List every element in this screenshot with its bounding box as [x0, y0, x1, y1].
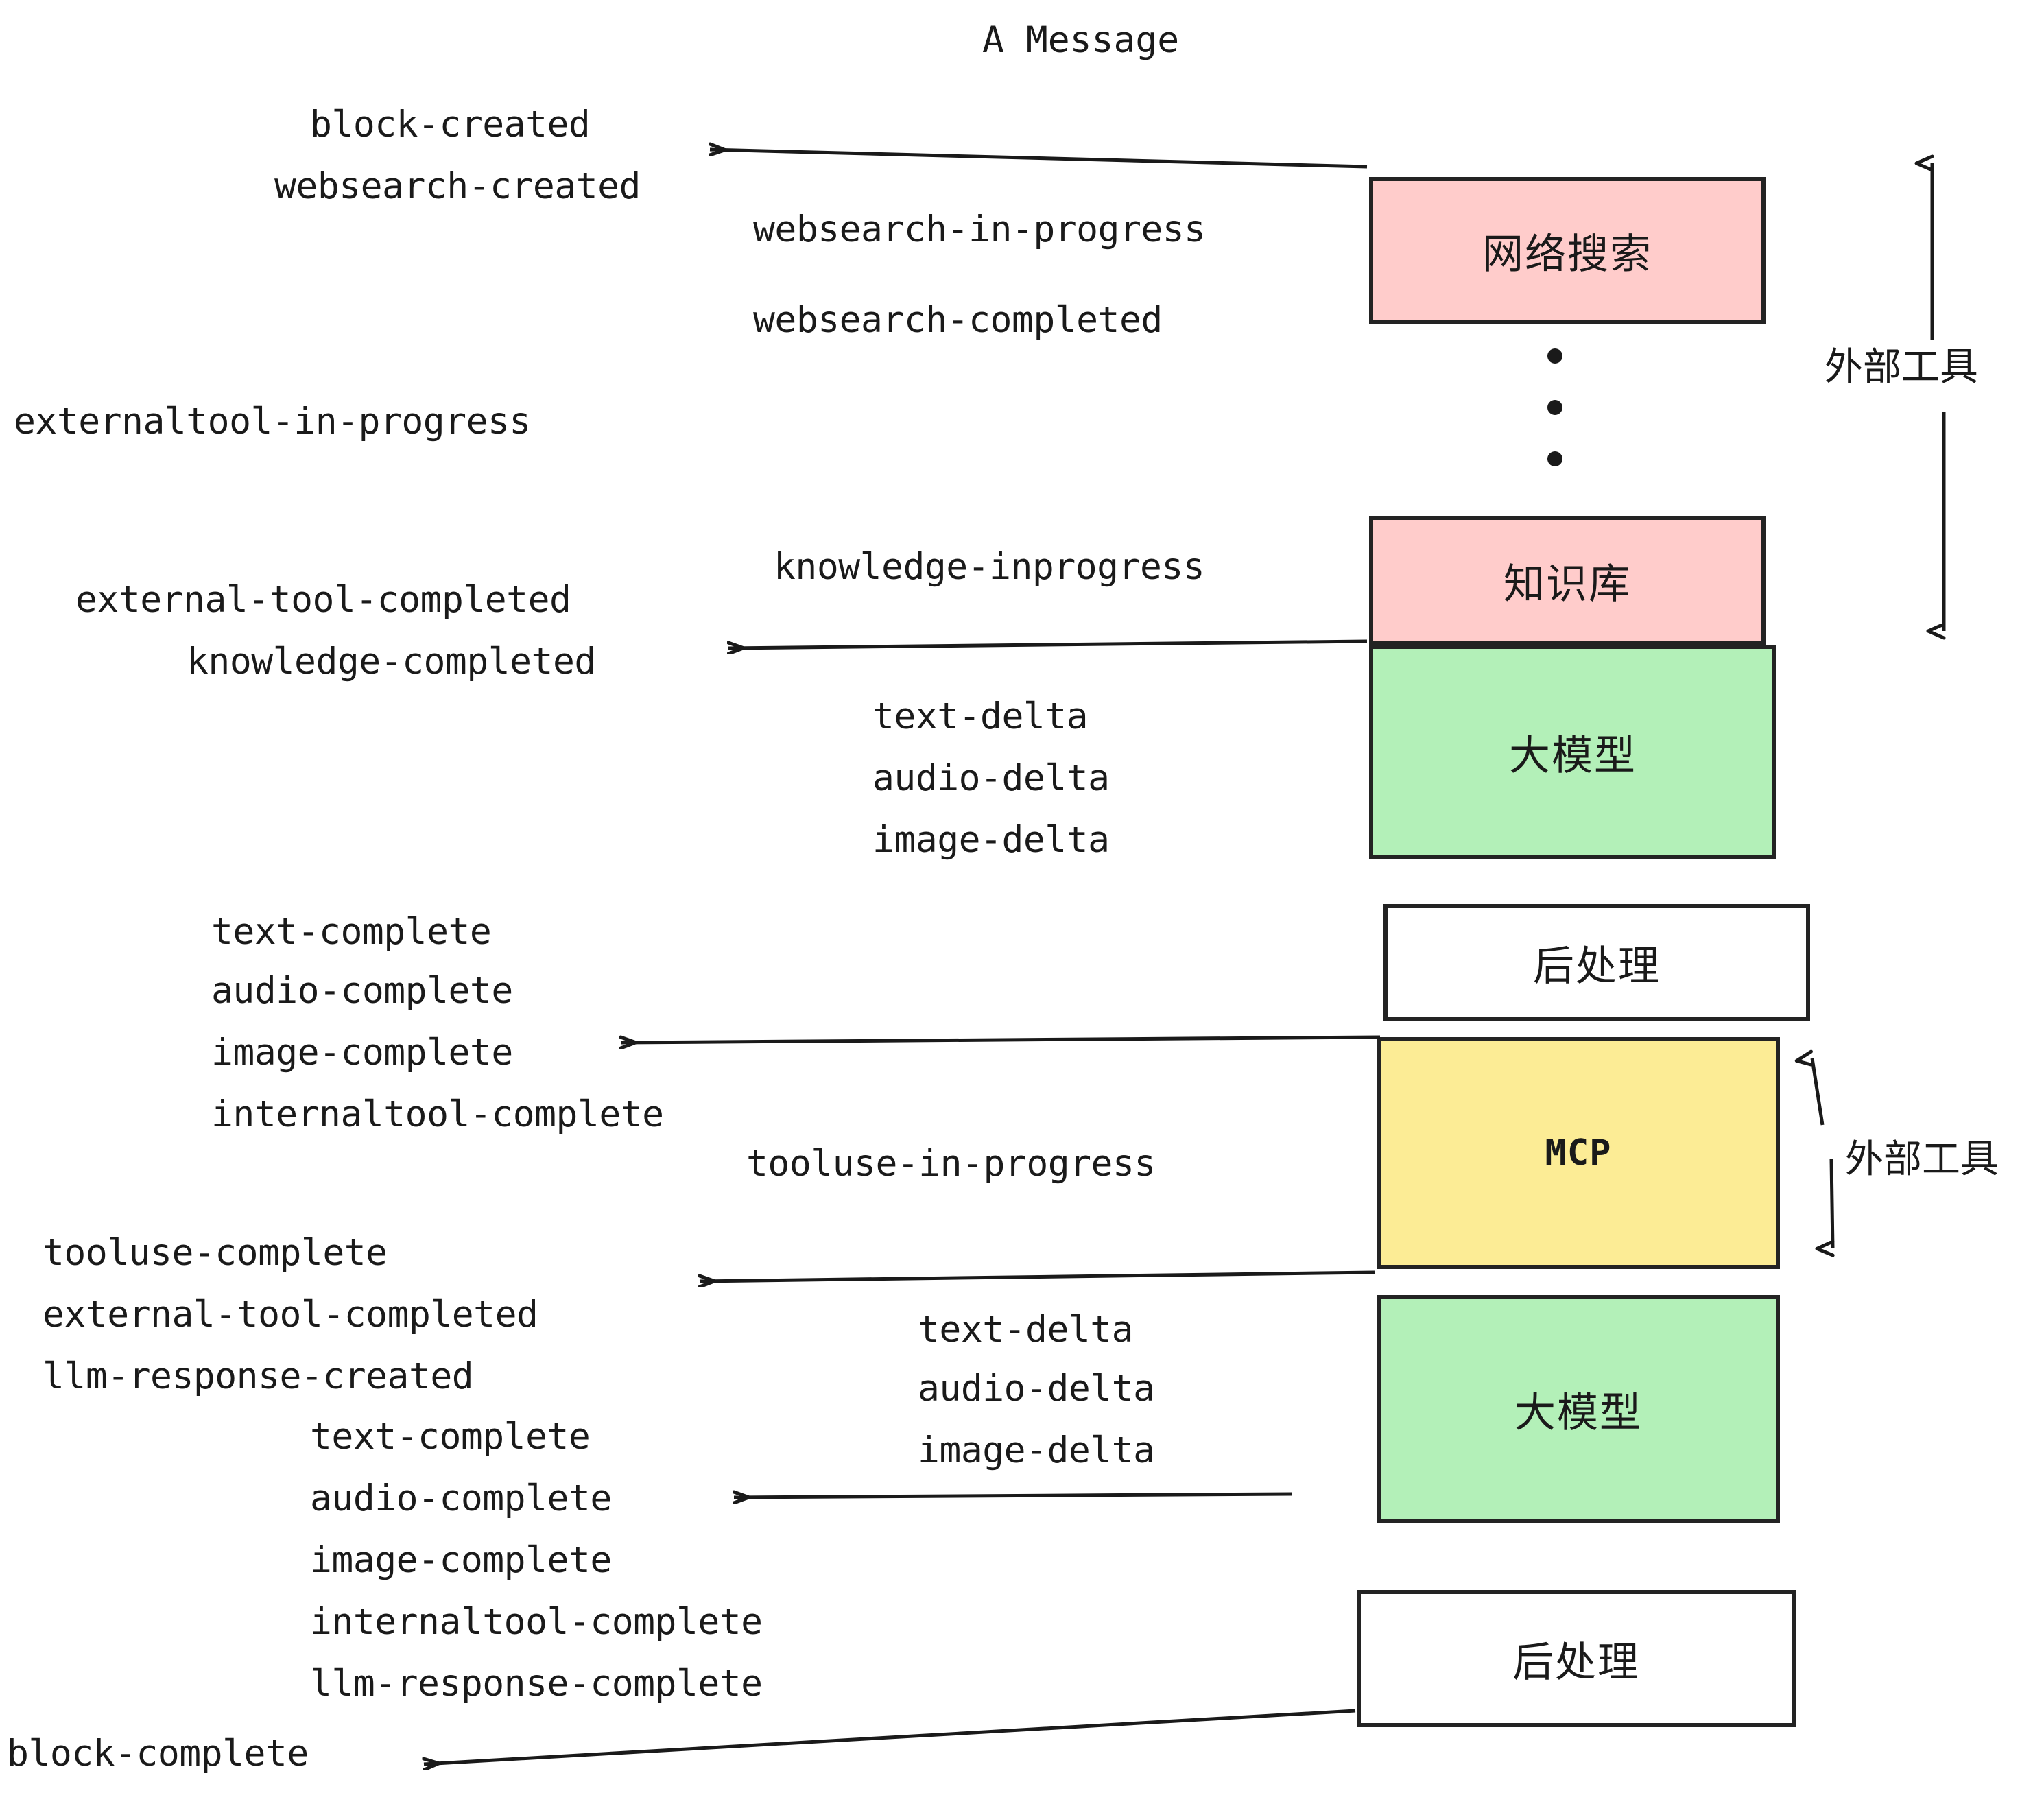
event-label-internaltool-complete-2: internaltool-complete	[310, 1601, 763, 1643]
node-websearch-label: 网络搜索	[1482, 230, 1652, 278]
arrow-postprocess2-to-block-complete	[424, 1709, 1356, 1764]
event-label-text-delta-2: text-delta	[918, 1309, 1134, 1351]
event-label-knowledge-inprogress: knowledge-inprogress	[774, 546, 1205, 588]
group-label-external-tools-top: 外部工具	[1825, 345, 1978, 390]
arrow-llm2-to-audio-complete	[734, 1494, 1293, 1497]
arrow-websearch-to-block-created	[710, 150, 1368, 169]
event-label-text-complete-2: text-complete	[310, 1416, 591, 1458]
node-llm-1-label: 大模型	[1509, 731, 1637, 780]
node-llm-2[interactable]: 大模型	[1377, 1295, 1780, 1523]
event-label-websearch-created: websearch-created	[274, 165, 641, 207]
event-label-internaltool-complete-1: internaltool-complete	[211, 1093, 664, 1135]
event-label-websearch-completed: websearch-completed	[753, 299, 1163, 341]
event-label-audio-delta-1: audio-delta	[872, 757, 1110, 799]
node-mcp[interactable]: MCP	[1377, 1037, 1780, 1269]
node-postprocess-1[interactable]: 后处理	[1383, 904, 1810, 1021]
node-mcp-label: MCP	[1545, 1132, 1612, 1174]
event-label-audio-delta-2: audio-delta	[918, 1368, 1155, 1410]
node-postprocess-1-label: 后处理	[1533, 942, 1661, 990]
vertical-ellipsis	[1547, 348, 1563, 466]
event-label-image-complete-1: image-complete	[211, 1032, 513, 1073]
page-title: A Message	[982, 19, 1180, 61]
node-postprocess-2-label: 后处理	[1512, 1638, 1640, 1687]
event-label-text-delta-1: text-delta	[872, 696, 1089, 737]
arrow-mcp-to-tooluse-complete	[700, 1270, 1375, 1281]
arrow-postprocess1-to-image-complete	[621, 1035, 1381, 1043]
node-knowledge-label: 知识库	[1504, 560, 1631, 608]
event-label-audio-complete-2: audio-complete	[310, 1477, 612, 1519]
event-label-websearch-in-progress: websearch-in-progress	[753, 209, 1206, 250]
arrow-knowledge-to-completed	[728, 639, 1368, 648]
event-label-externaltool-in-progress: externaltool-in-progress	[14, 401, 531, 442]
ellipsis-dot	[1547, 400, 1562, 415]
event-label-text-complete-1: text-complete	[211, 911, 492, 953]
node-knowledge[interactable]: 知识库	[1369, 516, 1766, 645]
node-llm-1[interactable]: 大模型	[1369, 645, 1776, 859]
event-label-image-delta-1: image-delta	[872, 819, 1110, 861]
event-label-external-tool-completed-1: external-tool-completed	[75, 579, 571, 621]
group-label-external-tools-bottom: 外部工具	[1845, 1137, 1999, 1182]
event-label-image-complete-2: image-complete	[310, 1539, 612, 1581]
event-label-tooluse-complete: tooluse-complete	[43, 1232, 388, 1274]
event-label-block-created: block-created	[310, 104, 591, 145]
event-label-llm-response-created: llm-response-created	[43, 1355, 474, 1397]
node-llm-2-label: 大模型	[1514, 1388, 1642, 1437]
arrow-external-tools-bottom-up	[1812, 1058, 1825, 1126]
event-label-tooluse-in-progress: tooluse-in-progress	[746, 1143, 1156, 1185]
event-label-external-tool-completed-2: external-tool-completed	[43, 1294, 538, 1336]
ellipsis-dot	[1547, 451, 1562, 466]
event-label-llm-response-complete: llm-response-complete	[310, 1663, 763, 1705]
arrow-external-tools-bottom-down	[1831, 1159, 1833, 1248]
node-websearch[interactable]: 网络搜索	[1369, 177, 1766, 324]
node-postprocess-2[interactable]: 后处理	[1357, 1590, 1796, 1727]
event-label-audio-complete-1: audio-complete	[211, 970, 513, 1012]
event-label-block-complete: block-complete	[7, 1733, 309, 1775]
ellipsis-dot	[1547, 348, 1562, 364]
event-label-image-delta-2: image-delta	[918, 1429, 1155, 1471]
event-label-knowledge-completed: knowledge-completed	[187, 641, 596, 683]
